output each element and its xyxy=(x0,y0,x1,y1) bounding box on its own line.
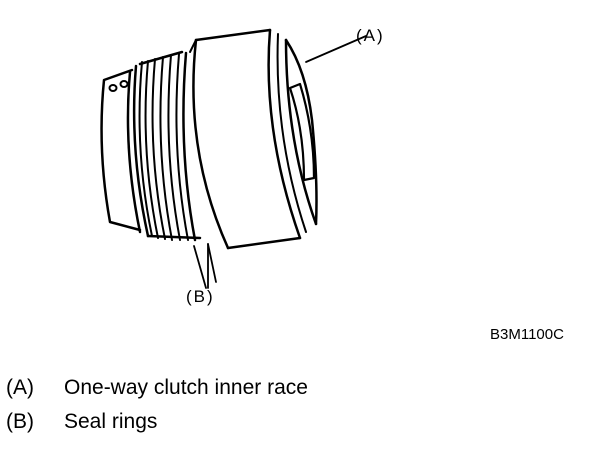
seal-ring-section xyxy=(126,50,202,242)
clutch-inner-race-illustration xyxy=(100,28,367,289)
legend-text: Seal rings xyxy=(64,410,158,433)
legend-text: One-way clutch inner race xyxy=(64,376,308,399)
hub-hole-lower xyxy=(119,80,129,88)
callout-label-a: (A) xyxy=(356,26,385,45)
hub-section xyxy=(100,68,142,232)
seal-ring-line xyxy=(144,60,159,239)
leader-line-a xyxy=(305,35,367,63)
end-face xyxy=(267,28,318,240)
hub-hole-upper xyxy=(108,84,118,92)
main-cylinder xyxy=(189,28,302,250)
seal-ring-line xyxy=(138,61,153,237)
legend-key: (B) xyxy=(6,410,34,433)
legend-row-a: (A) One-way clutch inner race xyxy=(6,376,308,400)
legend-row-b: (B) Seal rings xyxy=(6,410,157,434)
legend-key: (A) xyxy=(6,376,34,399)
figure-code: B3M1100C xyxy=(490,326,564,343)
seal-ring-line xyxy=(159,56,173,241)
leader-lines-b xyxy=(193,243,217,289)
callout-label-b: (B) xyxy=(186,287,215,306)
seal-ring-line xyxy=(151,58,166,240)
seal-ring-line xyxy=(175,53,189,241)
seal-ring-line xyxy=(167,54,181,241)
